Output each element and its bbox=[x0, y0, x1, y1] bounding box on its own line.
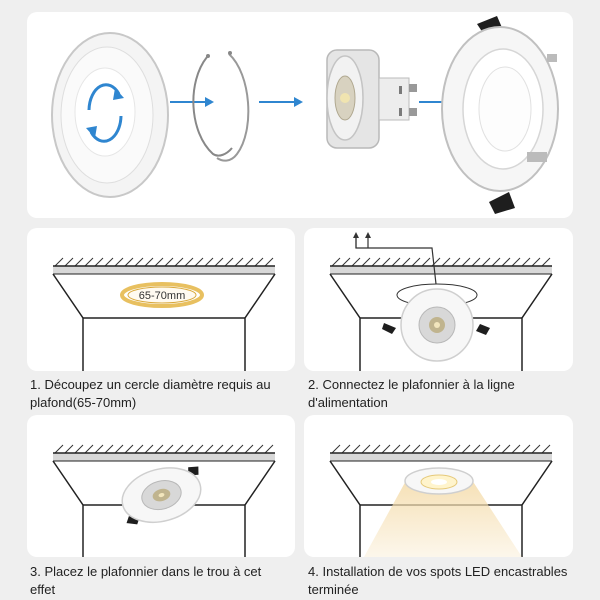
cover-plate bbox=[51, 32, 169, 198]
step-2-caption: 2. Connectez le plafonnier à la ligne d'… bbox=[308, 377, 515, 410]
ceiling-hatch bbox=[331, 444, 551, 454]
step-4-panel bbox=[304, 415, 573, 557]
step-3-caption: 3. Placez le plafonnier dans le trou à c… bbox=[30, 564, 262, 597]
cut-hole bbox=[120, 282, 204, 308]
ceiling-hatch bbox=[331, 257, 551, 267]
ceiling-cut-illustration: 65-70mm bbox=[52, 257, 276, 371]
step-1-panel: 65-70mm bbox=[27, 228, 295, 371]
step-1-caption: 1. Découpez un cercle diamètre requis au… bbox=[30, 377, 271, 410]
spring-clip-icon bbox=[192, 51, 250, 162]
downlight-fixture bbox=[382, 288, 490, 362]
step-2-panel bbox=[304, 228, 573, 371]
downlight-frame-icon bbox=[441, 16, 559, 214]
hole-size-label: 65-70mm bbox=[139, 290, 185, 302]
arrow-right-icon bbox=[170, 97, 214, 107]
light-beam bbox=[364, 477, 522, 557]
rotate-arrows-icon bbox=[86, 83, 124, 143]
power-wire bbox=[353, 232, 437, 285]
step-3-panel bbox=[27, 415, 295, 557]
gu10-bulb-icon bbox=[326, 49, 417, 149]
wiring-illustration bbox=[329, 232, 553, 371]
arrow-right-icon bbox=[259, 97, 303, 107]
insert-fixture-illustration bbox=[52, 444, 276, 557]
exploded-view-panel bbox=[27, 12, 573, 218]
installed-spot-illustration bbox=[329, 444, 553, 557]
ceiling-hatch bbox=[54, 257, 274, 267]
step-4-caption: 4. Installation de vos spots LED encastr… bbox=[308, 564, 568, 597]
ceiling-hatch bbox=[54, 444, 274, 454]
installed-downlight bbox=[404, 467, 474, 495]
exploded-view-illustration bbox=[51, 16, 559, 214]
tilted-downlight-fixture bbox=[121, 466, 202, 525]
